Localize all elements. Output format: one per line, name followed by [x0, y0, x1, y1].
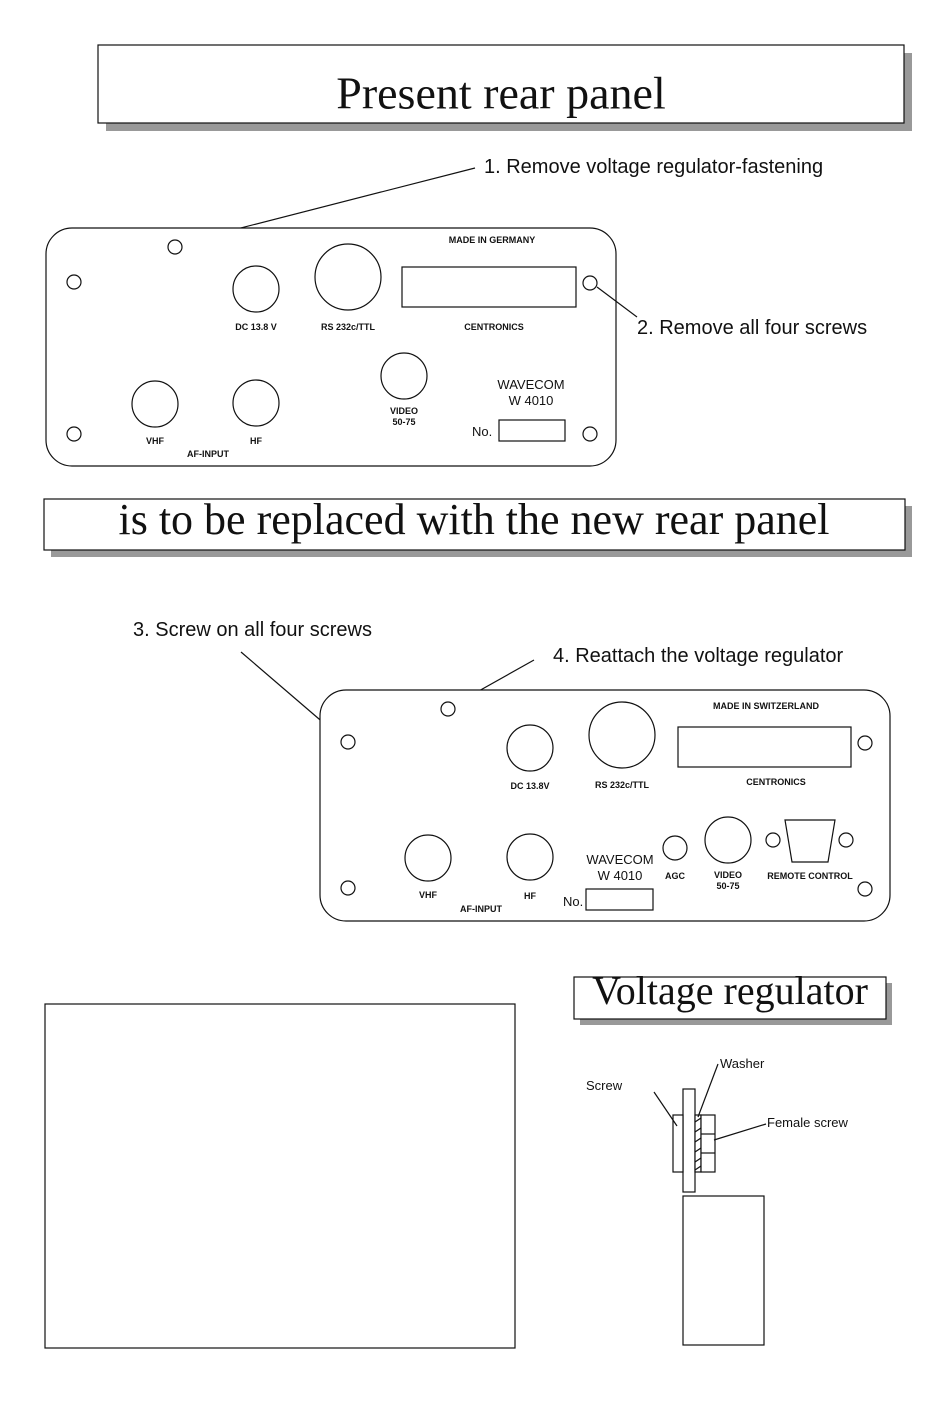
dc-label: DC 13.8 V: [235, 322, 277, 332]
step4-label: 4. Reattach the voltage regulator: [553, 645, 844, 667]
step1-label: 1. Remove voltage regulator-fastening: [484, 156, 823, 178]
old-rear-panel: MADE IN GERMANY DC 13.8 V RS 232c/TTL CE…: [45, 227, 617, 467]
screw-leader-line: [653, 1091, 678, 1127]
screw-head-icon: [672, 1114, 684, 1173]
dc-label: DC 13.8V: [510, 781, 549, 791]
centronics-label: CENTRONICS: [746, 777, 806, 787]
video-connector-icon: [704, 816, 752, 864]
female-screw-leader-line: [713, 1123, 767, 1141]
title-present-box: Present rear panel: [97, 44, 912, 131]
female-screw-label: Female screw: [767, 1115, 849, 1130]
made-in-label: MADE IN SWITZERLAND: [713, 701, 819, 711]
serial-no-box: [498, 419, 566, 442]
rs232-label: RS 232c/TTL: [321, 322, 376, 332]
screw-hole-icon: [857, 735, 873, 751]
screw-hole-icon: [340, 880, 356, 896]
vhf-connector-icon: [404, 834, 452, 882]
regulator-hole-icon: [440, 701, 456, 717]
agc-control-icon: [662, 835, 688, 861]
step3-label: 3. Screw on all four screws: [133, 619, 372, 641]
centronics-connector-icon: [401, 266, 577, 308]
washer-leader-line: [697, 1063, 719, 1118]
title-regulator: Voltage regulator: [592, 968, 868, 1013]
hf-label: HF: [524, 891, 536, 901]
screw-hole-icon: [340, 734, 356, 750]
video-impedance-label: 50-75: [716, 881, 739, 891]
screw-hole-icon: [582, 426, 598, 442]
remote-control-connector-icon: [765, 819, 854, 863]
brand-label: WAVECOM: [497, 377, 564, 392]
made-in-label: MADE IN GERMANY: [449, 235, 536, 245]
screw-hole-icon: [66, 426, 82, 442]
washer-label: Washer: [720, 1056, 765, 1071]
dc-connector-icon: [506, 724, 554, 772]
rs232-label: RS 232c/TTL: [595, 780, 650, 790]
serial-no-box: [585, 888, 654, 911]
hf-label: HF: [250, 436, 262, 446]
regulator-hole-icon: [167, 239, 183, 255]
regulator-tab: [682, 1088, 696, 1193]
vhf-label: VHF: [419, 890, 438, 900]
video-connector-icon: [380, 352, 428, 400]
model-label: W 4010: [509, 393, 554, 408]
step2-label: 2. Remove all four screws: [637, 317, 867, 339]
title-replace-box: is to be replaced with the new rear pane…: [43, 495, 912, 557]
hf-connector-icon: [506, 833, 554, 881]
rs232-connector-icon: [588, 701, 656, 769]
video-label: VIDEO: [390, 406, 418, 416]
model-label: W 4010: [598, 868, 643, 883]
screw-hole-icon: [582, 275, 598, 291]
brand-label: WAVECOM: [586, 852, 653, 867]
serial-no-label: No.: [472, 424, 492, 439]
screw-hole-icon: [857, 881, 873, 897]
title-present: Present rear panel: [336, 68, 666, 119]
screw-hole-icon: [66, 274, 82, 290]
agc-label: AGC: [665, 871, 686, 881]
rs232-connector-icon: [314, 243, 382, 311]
empty-frame: [44, 1003, 516, 1349]
screw-label: Screw: [586, 1078, 623, 1093]
hf-connector-icon: [232, 379, 280, 427]
centronics-connector-icon: [677, 726, 852, 768]
video-label: VIDEO: [714, 870, 742, 880]
af-input-label: AF-INPUT: [187, 449, 229, 459]
af-input-label: AF-INPUT: [460, 904, 502, 914]
regulator-body: [682, 1195, 765, 1346]
remote-control-label: REMOTE CONTROL: [767, 871, 853, 881]
female-screw-icon: [700, 1114, 716, 1173]
serial-no-label: No.: [563, 894, 583, 909]
title-regulator-box: Voltage regulator: [573, 968, 892, 1025]
video-impedance-label: 50-75: [392, 417, 415, 427]
centronics-label: CENTRONICS: [464, 322, 524, 332]
washer-icon: [694, 1114, 702, 1173]
step2-leader-line: [596, 286, 638, 318]
dc-connector-icon: [232, 265, 280, 313]
vhf-label: VHF: [146, 436, 165, 446]
voltage-regulator-drawing: Washer Screw Female screw: [586, 1056, 849, 1346]
new-rear-panel: MADE IN SWITZERLAND DC 13.8V RS 232c/TTL…: [319, 689, 891, 922]
title-replace: is to be replaced with the new rear pane…: [118, 495, 829, 544]
vhf-connector-icon: [131, 380, 179, 428]
